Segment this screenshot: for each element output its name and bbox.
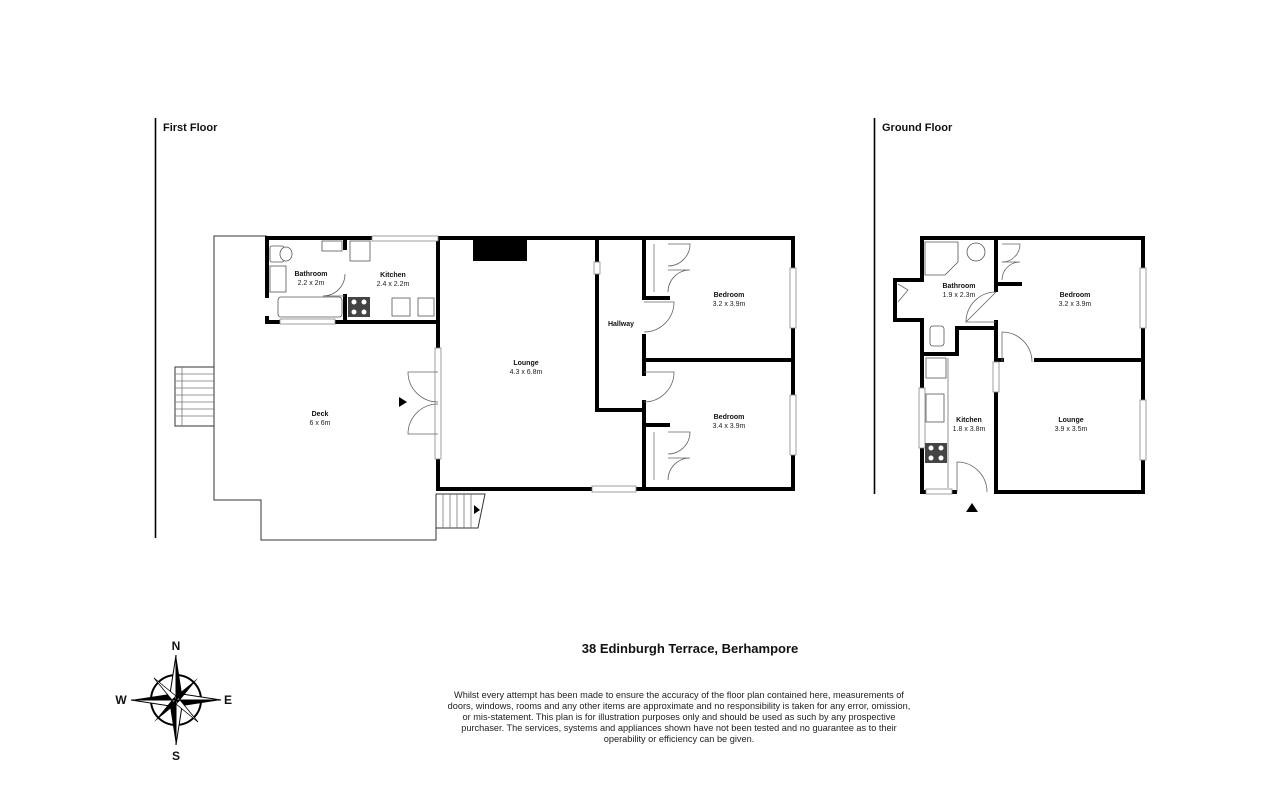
first-bedroom2-label: Bedroom <box>714 414 745 421</box>
ground-floor-plan: Ground Floor <box>873 118 1147 512</box>
ground-basin-icon <box>966 242 986 262</box>
compass-west: W <box>115 693 127 707</box>
ground-lounge-label: Lounge <box>1058 417 1083 424</box>
basin-icon <box>269 265 287 293</box>
ground-floor-doors <box>897 243 1033 493</box>
first-floor-windows <box>279 235 797 493</box>
first-floor-labels: Bathroom 2.2 x 2m Kitchen 2.4 x 2.2m Lou… <box>294 271 745 430</box>
ground-floor-windows <box>918 267 1147 495</box>
first-floor-doors <box>322 243 691 481</box>
shower-icon <box>924 241 959 276</box>
first-lounge-label: Lounge <box>513 360 538 367</box>
deck-stairs-left <box>174 366 215 427</box>
ground-kitchen-label: Kitchen <box>956 417 982 424</box>
property-address: 38 Edinburgh Terrace, Berhampore <box>581 641 799 656</box>
ground-bathroom-dims: 1.9 x 2.3m <box>943 292 976 299</box>
fan-icon <box>349 240 371 262</box>
deck-outline <box>213 235 437 541</box>
ground-bedroom-label: Bedroom <box>1060 292 1091 299</box>
first-bedroom1-label: Bedroom <box>714 292 745 299</box>
ground-bathroom-label: Bathroom <box>942 283 975 290</box>
compass-south: S <box>172 749 180 763</box>
first-bathroom-label: Bathroom <box>294 271 327 278</box>
first-floor-title: First Floor <box>163 122 218 134</box>
deck-label: Deck <box>312 411 329 418</box>
first-lounge-dims: 4.3 x 6.8m <box>510 369 543 376</box>
ground-sink-icon <box>925 393 945 423</box>
ground-floor-labels: Bathroom 1.9 x 2.3m Bedroom 3.2 x 3.9m K… <box>942 283 1091 433</box>
ground-toilet-icon <box>929 325 945 347</box>
bathtub-icon <box>277 296 343 318</box>
deck-stairs-bottom <box>435 493 486 529</box>
sink-icon <box>391 297 411 317</box>
cooktop-icon <box>348 297 370 317</box>
compass-north: N <box>172 639 181 653</box>
compass-rose-icon: N S E W <box>115 639 232 763</box>
compass-east: E <box>224 693 232 707</box>
fridge-icon <box>417 297 435 317</box>
first-kitchen-label: Kitchen <box>380 272 406 279</box>
ground-bedroom-dims: 3.2 x 3.9m <box>1059 301 1092 308</box>
ground-entry-arrow-icon <box>966 503 978 512</box>
first-floor-fixtures <box>269 240 435 318</box>
first-kitchen-dims: 2.4 x 2.2m <box>377 281 410 288</box>
ground-cooktop-icon <box>925 443 947 463</box>
fireplace-chimney <box>473 238 527 261</box>
deck-dims: 6 x 6m <box>309 420 330 427</box>
first-floor-plan: First Floor <box>154 118 797 541</box>
first-bathroom-dims: 2.2 x 2m <box>298 280 325 287</box>
ground-fan-icon <box>925 357 947 379</box>
ground-kitchen-dims: 1.8 x 3.8m <box>953 426 986 433</box>
first-bedroom2-dims: 3.4 x 3.9m <box>713 423 746 430</box>
disclaimer-text: Whilst every attempt has been made to en… <box>447 690 911 744</box>
ground-lounge-dims: 3.9 x 3.5m <box>1055 426 1088 433</box>
ground-floor-title: Ground Floor <box>882 122 953 134</box>
ground-floor-fixtures <box>924 241 986 488</box>
first-bedroom1-dims: 3.2 x 3.9m <box>713 301 746 308</box>
hallway-label: Hallway <box>608 321 634 328</box>
entry-arrow-icon <box>399 397 407 407</box>
vanity-icon <box>321 240 343 252</box>
